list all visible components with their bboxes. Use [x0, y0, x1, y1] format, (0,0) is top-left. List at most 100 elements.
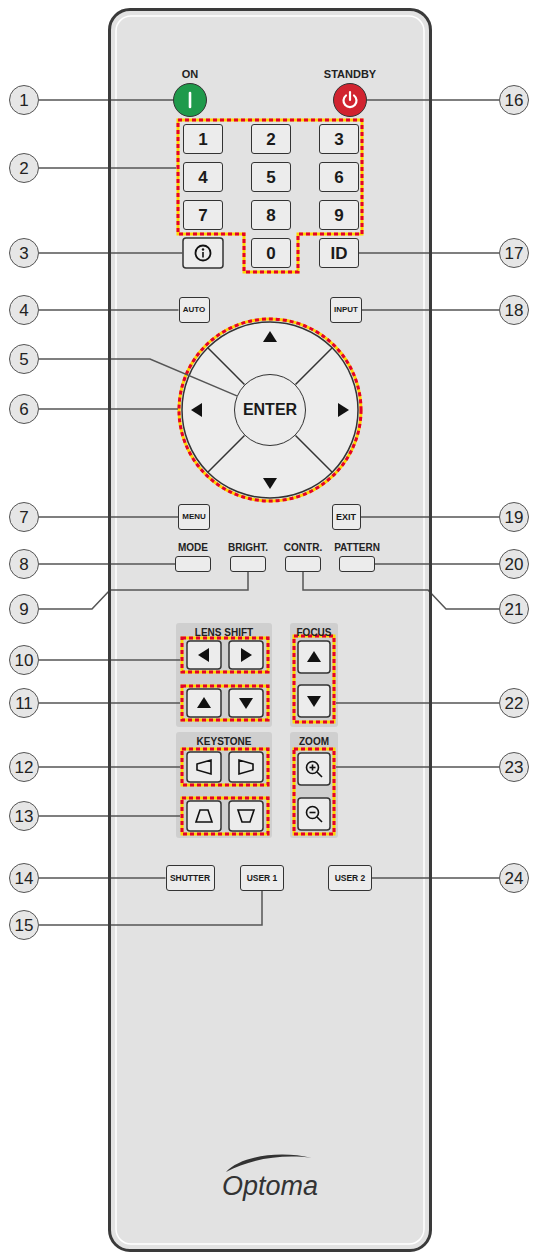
remote-button: 2	[251, 124, 291, 154]
remote-inner-edge	[116, 16, 424, 1244]
remote-button: AUTO	[179, 297, 210, 323]
icon-button	[187, 641, 221, 669]
button-label: ON	[182, 69, 199, 80]
remote-button: CONTR.	[285, 556, 321, 572]
callout-text: 20	[505, 556, 524, 573]
remote-button: MODE	[175, 556, 211, 572]
button-text: INPUT	[334, 306, 358, 314]
callout-text: 24	[505, 870, 524, 887]
icon-button	[229, 689, 263, 717]
power-symbol	[180, 90, 200, 110]
callout-number: 21	[499, 594, 529, 624]
callout-text: 19	[505, 509, 524, 526]
callout-text: 22	[505, 695, 524, 712]
button-text: USER 1	[247, 874, 278, 883]
callout-number: 20	[499, 549, 529, 579]
button-text: 8	[266, 207, 275, 224]
button-text: ENTER	[243, 402, 297, 418]
callout-number: 22	[499, 688, 529, 718]
callout-number: 18	[499, 295, 529, 325]
button-label: MODE	[178, 543, 208, 553]
callout-text: 7	[19, 509, 28, 526]
button-text: 0	[266, 245, 275, 262]
button-text: SHUTTER	[170, 874, 210, 883]
button-text: 2	[266, 131, 275, 148]
remote-button: MENU	[178, 504, 210, 530]
button-text: USER 2	[335, 874, 366, 883]
button-text: MENU	[182, 513, 206, 521]
callout-number: 7	[9, 502, 39, 532]
remote-button: 0	[251, 238, 291, 268]
button-text: 6	[334, 169, 343, 186]
remote-button: BRIGHT.	[230, 556, 266, 572]
callout-number: 8	[9, 549, 39, 579]
icon-button	[183, 238, 223, 268]
icon-button	[187, 801, 221, 831]
callout-text: 18	[505, 302, 524, 319]
callout-number: 19	[499, 502, 529, 532]
callout-text: 10	[15, 652, 34, 669]
icon-button	[298, 685, 330, 717]
callout-text: 9	[19, 601, 28, 618]
callout-text: 17	[505, 245, 524, 262]
remote-button: 8	[251, 200, 291, 230]
callout-text: 23	[505, 759, 524, 776]
callout-text: 8	[19, 556, 28, 573]
remote-button: 9	[319, 200, 359, 230]
icon-button	[298, 753, 330, 785]
callout-text: 1	[19, 92, 28, 109]
button-label: STANDBY	[324, 69, 376, 80]
callout-text: 21	[505, 601, 524, 618]
group-label: LENS SHIFT	[195, 628, 253, 638]
highlight-outlines	[178, 120, 362, 834]
remote-button: 4	[183, 162, 223, 192]
callout-text: 16	[505, 92, 524, 109]
leader-line	[375, 563, 499, 565]
callout-number: 9	[9, 594, 39, 624]
icon-button	[187, 752, 221, 782]
leader-line	[303, 572, 499, 609]
leader-line	[39, 359, 237, 396]
direction-pad	[182, 322, 358, 498]
callout-number: 6	[9, 394, 39, 424]
button-text: 5	[266, 169, 275, 186]
callout-number: 5	[9, 344, 39, 374]
button-text: EXIT	[336, 513, 356, 522]
leader-line	[39, 891, 262, 925]
icon-button	[229, 752, 263, 782]
icon-button	[229, 641, 263, 669]
icon-button	[298, 641, 330, 673]
remote-button: USER 1	[240, 865, 284, 891]
callout-number: 12	[9, 752, 39, 782]
callout-text: 11	[15, 695, 33, 712]
zoom-panel	[290, 732, 338, 838]
callout-number: 11	[9, 688, 39, 718]
leader-line	[39, 877, 166, 879]
remote-button: ON	[173, 83, 207, 117]
callout-text: 13	[15, 808, 34, 825]
button-text: 7	[198, 207, 207, 224]
callout-number: 1	[9, 85, 39, 115]
callout-text: 15	[15, 917, 34, 934]
remote-button: 3	[319, 124, 359, 154]
callout-text: 12	[15, 759, 34, 776]
leader-line	[39, 563, 175, 565]
remote-button: USER 2	[328, 865, 372, 891]
brand-logo: Optoma	[222, 1173, 318, 1200]
remote-button: 7	[183, 200, 223, 230]
callout-number: 24	[499, 863, 529, 893]
callout-number: 13	[9, 801, 39, 831]
button-label: BRIGHT.	[228, 543, 268, 553]
group-label: FOCUS	[297, 628, 332, 638]
callout-number: 17	[499, 238, 529, 268]
icon-button	[298, 798, 330, 830]
callout-number: 2	[9, 153, 39, 183]
callout-text: 14	[15, 870, 34, 887]
callout-number: 4	[9, 295, 39, 325]
power-symbol	[340, 90, 360, 110]
focus-panel	[290, 623, 338, 727]
callout-text: 4	[19, 302, 28, 319]
leader-line	[39, 572, 248, 609]
remote-body	[110, 10, 431, 1251]
